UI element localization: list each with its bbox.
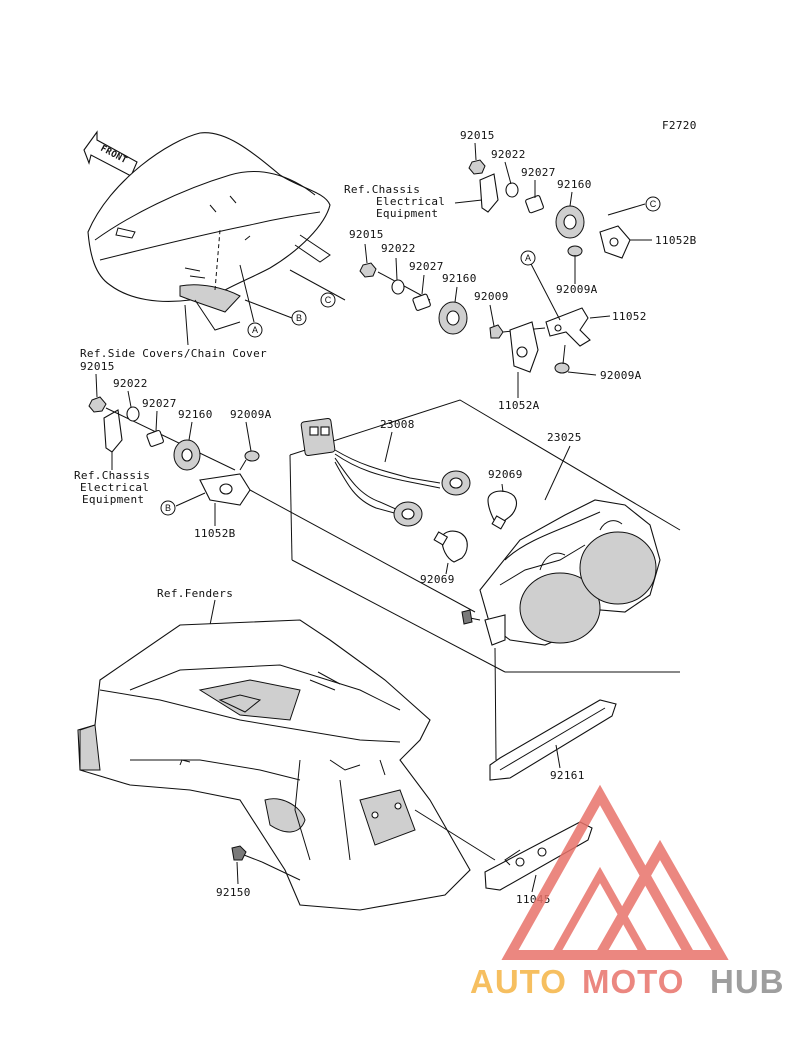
ref-chassis-top-line1: Ref.Chassis [344, 183, 420, 196]
bulb-92069-b [433, 530, 468, 563]
label-92009a-mid: 92009A [600, 369, 642, 382]
label-11052a: 11052A [498, 399, 540, 412]
grommet-92160-mid [438, 301, 468, 335]
callout-a-cowl: A [247, 322, 263, 338]
ref-chassis-left-line3: Equipment [82, 493, 144, 506]
label-92022-left: 92022 [113, 377, 148, 390]
bracket-clip-top [479, 173, 499, 213]
ref-chassis-top-line3: Equipment [376, 207, 438, 220]
washer-92022-top [505, 182, 519, 198]
label-11052b-top: 11052B [655, 234, 697, 247]
label-92160-left: 92160 [178, 408, 213, 421]
taillight-assembly-frame [289, 399, 681, 673]
bulb-92069-a [487, 490, 517, 530]
label-92027-top: 92027 [521, 166, 556, 179]
svg-text:B: B [165, 503, 171, 513]
tail-cowl-drawing [87, 132, 331, 331]
bolt-92150 [231, 845, 263, 863]
front-direction-arrow: FRONT [83, 130, 138, 177]
label-92027-mid: 92027 [409, 260, 444, 273]
watermark-auto: AUTO [470, 963, 567, 1000]
automotohub-watermark-logo: AUTO MOTO HUB [470, 784, 785, 1000]
label-23008: 23008 [380, 418, 415, 431]
svg-text:C: C [650, 199, 657, 209]
label-92160-mid: 92160 [442, 272, 477, 285]
grommet-92160-left [173, 439, 201, 471]
ref-chassis-left-line2: Electrical [80, 481, 149, 494]
washer-92022-mid [391, 279, 405, 295]
callout-a-mid: A [520, 250, 536, 266]
collar-92027-mid [412, 293, 431, 311]
bracket-11052b-top [599, 225, 631, 259]
label-23025: 23025 [547, 431, 582, 444]
bracket-11052 [545, 307, 591, 347]
label-11052b-left: 11052B [194, 527, 236, 540]
bracket-clip-left [103, 409, 123, 453]
watermark-moto: MOTO [582, 963, 684, 1000]
wiring-harness-23008 [300, 417, 471, 527]
washer-92022-left [126, 406, 140, 422]
label-92069-a: 92069 [488, 468, 523, 481]
nut-92015-left [88, 396, 107, 413]
label-92161: 92161 [550, 769, 585, 782]
collar-92027-left [146, 429, 164, 447]
screw-92009a-mid [554, 362, 597, 376]
svg-text:B: B [296, 313, 302, 323]
label-92009a-top: 92009A [556, 283, 598, 296]
label-92069-b: 92069 [420, 573, 455, 586]
ref-chassis-left-line1: Ref.Chassis [74, 469, 150, 482]
label-92015-top: 92015 [460, 129, 495, 142]
bracket-92161 [489, 699, 617, 781]
label-11052: 11052 [612, 310, 647, 323]
nut-92015-top [468, 159, 486, 175]
label-92150: 92150 [216, 886, 251, 899]
callout-b-cowl: B [291, 310, 307, 326]
taillight-housing-23025 [461, 499, 661, 646]
label-92022-mid: 92022 [381, 242, 416, 255]
svg-text:C: C [325, 295, 332, 305]
label-92009a-left: 92009A [230, 408, 272, 421]
label-92160-top: 92160 [557, 178, 592, 191]
callout-b-left: B [160, 500, 176, 516]
callout-c-cowl: C [320, 292, 336, 308]
ref-chassis-top-line2: Electrical [376, 195, 445, 208]
figure-code: F2720 [662, 119, 697, 132]
screw-92009-mid [489, 324, 504, 339]
rear-fender-drawing [77, 619, 471, 911]
callout-c-top: C [645, 196, 661, 212]
collar-92027-top [525, 195, 544, 214]
svg-text:A: A [525, 253, 531, 263]
label-92015-left: 92015 [80, 360, 115, 373]
label-92022-top: 92022 [491, 148, 526, 161]
bracket-11052b-left [199, 473, 251, 506]
bracket-11052a [509, 321, 539, 373]
ref-fenders-label: Ref.Fenders [157, 587, 233, 600]
grommet-92160-top [555, 205, 585, 239]
ref-side-covers-label: Ref.Side Covers/Chain Cover [80, 347, 267, 360]
label-92027-left: 92027 [142, 397, 177, 410]
svg-text:A: A [252, 325, 258, 335]
label-92015-mid: 92015 [349, 228, 384, 241]
label-92009-mid: 92009 [474, 290, 509, 303]
nut-92015-mid [359, 262, 377, 278]
watermark-hub: HUB [710, 963, 785, 1000]
screw-92009a-left [239, 450, 260, 471]
screw-92009a-top [567, 245, 583, 268]
